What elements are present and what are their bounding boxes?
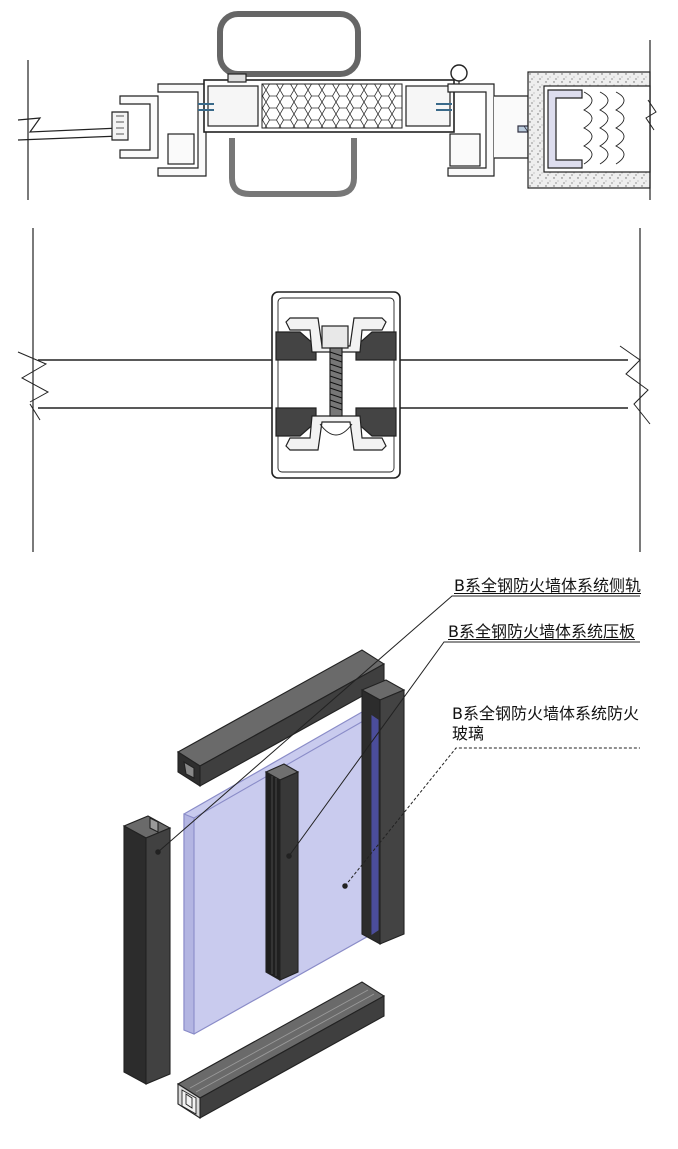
right-post-front	[379, 689, 405, 945]
right-break-symbol	[619, 345, 651, 425]
gasket-top-left	[275, 331, 317, 361]
left-break-symbol	[17, 351, 50, 403]
handle-lower	[229, 138, 357, 197]
gasket-top-right	[355, 331, 397, 361]
leaf-left-insert	[207, 85, 259, 127]
leader-dot-press-plate	[286, 853, 292, 859]
leader-side-rail	[157, 595, 640, 853]
bolt-head	[321, 325, 349, 349]
gasket-bottom-left	[275, 407, 317, 437]
honeycomb-core	[261, 83, 403, 129]
left-frame-profile	[119, 95, 159, 159]
label-side-rail: B系全钢防火墙体系统侧轨	[454, 576, 641, 595]
leader-lines	[157, 595, 640, 887]
exploded-isometric	[122, 595, 640, 1120]
insulation-cavity	[543, 85, 651, 173]
left-rail-side	[123, 825, 147, 1085]
leaf-right-insert	[405, 85, 451, 127]
right-glass-panel	[400, 359, 628, 409]
press-plate-side	[265, 771, 281, 981]
press-plate-top	[285, 317, 387, 353]
label-fire-glass-line2: 玻璃	[452, 724, 485, 743]
press-plate-bottom	[285, 415, 387, 451]
left-glass-panel	[38, 359, 278, 409]
mullion-section	[17, 228, 651, 552]
door-plan-section	[17, 11, 657, 200]
label-fire-glass-line1: B系全钢防火墙体系统防火	[452, 704, 639, 723]
left-break-line	[17, 117, 121, 133]
left-rail-front	[145, 827, 171, 1085]
leader-dot-side-rail	[155, 849, 161, 855]
leader-dot-fire-glass	[342, 883, 348, 889]
steel-stud	[547, 89, 583, 169]
left-wall-lower-line	[17, 135, 121, 141]
hinge-ring	[450, 64, 468, 82]
label-press-plate: B系全钢防火墙体系统压板	[448, 622, 635, 641]
gasket-bottom-right	[355, 407, 397, 437]
leader-fire-glass	[344, 747, 640, 887]
press-plate-front	[279, 771, 299, 981]
leader-press-plate	[288, 641, 640, 857]
